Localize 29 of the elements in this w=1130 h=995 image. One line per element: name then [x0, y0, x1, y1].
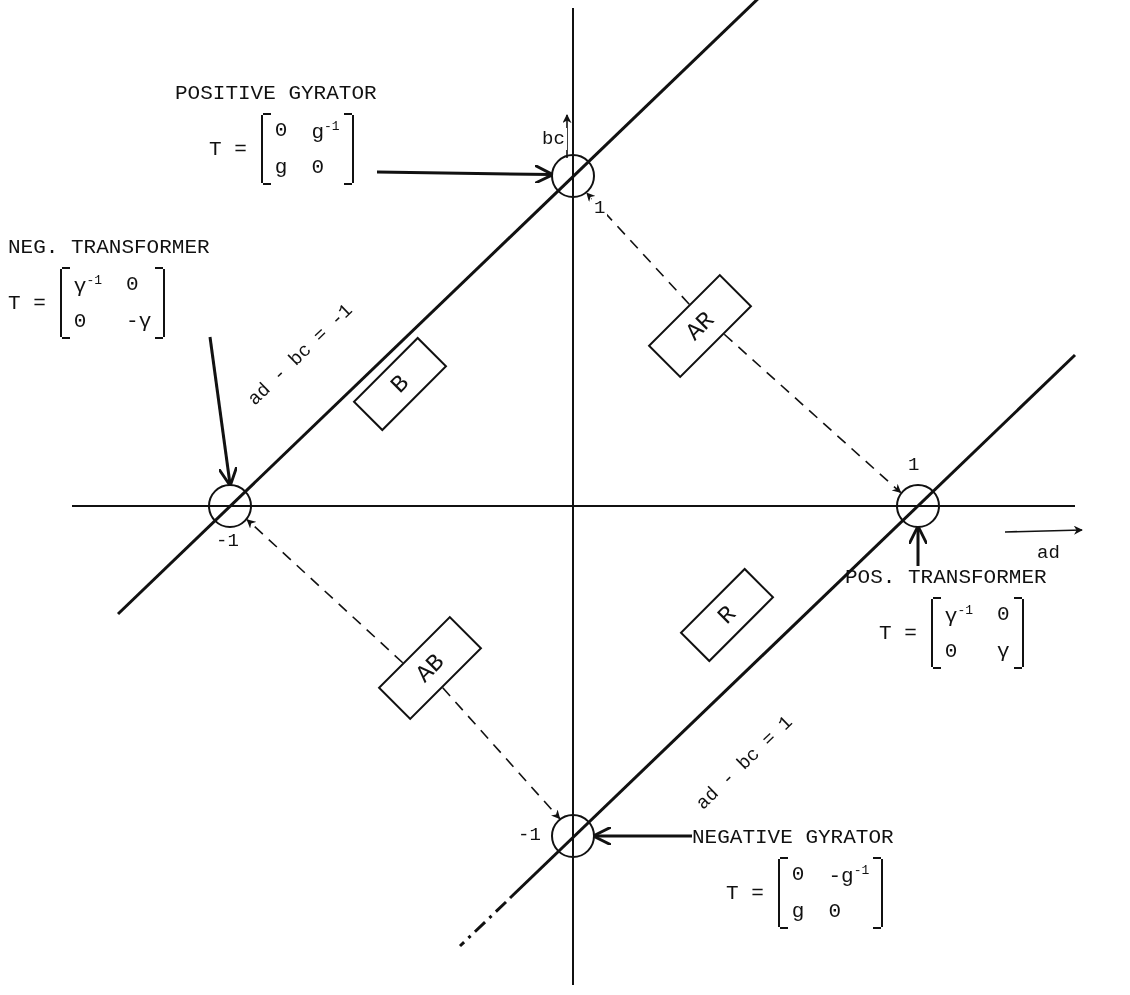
component-name: NEG. TRANSFORMER	[8, 236, 210, 259]
arrow	[376, 163, 555, 185]
tick-value: 1	[592, 197, 608, 219]
matrix: 0 -g$^{-1}$ g 0	[777, 859, 884, 927]
circle-marker	[551, 814, 595, 858]
matrix: 0 g$^{-1}$ g 0	[260, 115, 354, 183]
equation-label: T =	[879, 621, 917, 645]
circle-marker	[896, 484, 940, 528]
component-name: NEGATIVE GYRATOR	[692, 826, 894, 849]
dashed-arrow	[723, 333, 902, 494]
circle-marker	[208, 484, 252, 528]
region-label-box: AB	[377, 615, 483, 721]
region-label-box: R	[679, 567, 775, 663]
equation-label: T =	[726, 881, 764, 905]
matrix: γ$^{-1}$ 0 0 γ	[930, 599, 1024, 667]
component-name: POSITIVE GYRATOR	[175, 82, 377, 105]
arrow	[907, 524, 929, 566]
matrix: γ$^{-1}$ 0 0 -γ	[59, 269, 166, 337]
dashed-arrow	[586, 192, 691, 306]
arrow	[208, 336, 239, 488]
axis-label: bc	[540, 128, 567, 150]
equation-label: T =	[209, 137, 247, 161]
region-label-box: B	[352, 336, 448, 432]
dashed-arrow	[441, 686, 561, 820]
arrow	[591, 825, 692, 847]
dashed-arrow	[246, 518, 404, 664]
region-label-box: AR	[647, 273, 753, 379]
line-equation: ad - bc = 1	[690, 710, 799, 816]
equation-label: T =	[8, 291, 46, 315]
